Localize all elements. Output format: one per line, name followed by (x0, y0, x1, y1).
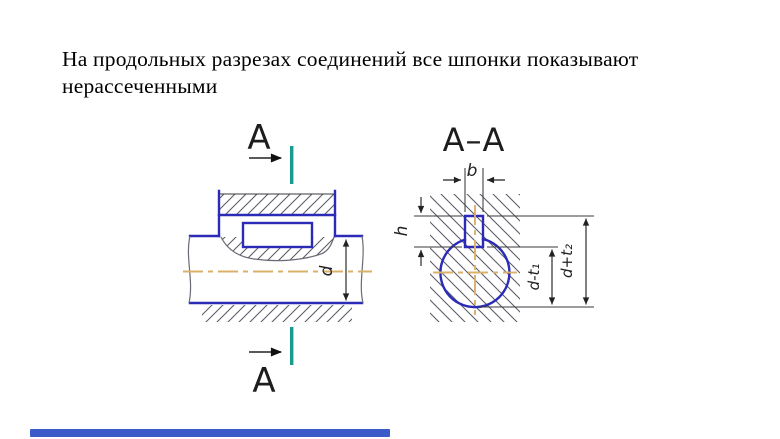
dimension-b-label: b (467, 161, 478, 181)
section-plane-top: А (247, 118, 294, 184)
dimension-h-label: h (392, 226, 412, 237)
keyway-slot-outline (463, 214, 485, 249)
shaft-circle-outline (439, 237, 511, 309)
section-view-title: А–А (443, 121, 506, 159)
section-cut-line-top (290, 146, 294, 184)
dimension-d-minus-t1: d-t₁ (525, 249, 556, 305)
bottom-accent-bar (30, 429, 390, 437)
title-line-2: нерассеченными (62, 74, 218, 98)
title-line-1: На продольных разрезах соединений все шп… (62, 47, 639, 71)
cross-section-view: А–А b h (392, 121, 594, 322)
key-outline (241, 221, 314, 249)
hub-lower-hatch (202, 305, 352, 322)
hub-upper-hatch (219, 194, 335, 215)
hub-side-outline (217, 189, 337, 238)
slide-title: На продольных разрезах соединений все шп… (62, 46, 722, 100)
dimension-d: d (317, 239, 350, 301)
section-letter-top: А (247, 118, 270, 158)
longitudinal-section-view: d А А (183, 118, 372, 401)
shaft-break-left (187, 235, 192, 304)
section-plane-bottom: А (249, 327, 294, 401)
dimension-b-extensions (464, 168, 484, 212)
section-letter-bottom: А (252, 361, 275, 401)
local-section-break-line (220, 236, 335, 262)
section-cut-line-bottom (290, 327, 294, 365)
dimension-d-plus-t2: d+t₂ (558, 218, 590, 305)
dimension-h-extensions (414, 215, 462, 248)
right-extension-lines (480, 215, 594, 308)
dimension-d-plus-t2-label: d+t₂ (558, 244, 576, 278)
shaft-break-right (360, 235, 364, 304)
dimension-d-minus-t1-label: d-t₁ (525, 264, 543, 291)
dimension-b: b (443, 161, 505, 212)
dimension-d-label: d (317, 265, 337, 276)
dimension-h: h (392, 197, 462, 266)
